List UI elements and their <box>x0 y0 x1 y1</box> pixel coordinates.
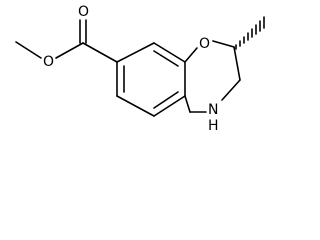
benzene-ring <box>116 42 186 117</box>
hashed-wedge-methyl <box>235 16 265 50</box>
aromatic-double-bond-top <box>153 50 179 67</box>
oxazepine-ring: O N H <box>184 36 241 134</box>
chemical-structure-diagram: O O O N H <box>15 4 265 134</box>
bond-chiral-c-ch2 <box>233 46 241 81</box>
bond-ring-carbonyl <box>82 42 118 63</box>
bond-ring-o-chiral-c <box>212 40 235 48</box>
ring-oxygen-label: O <box>199 36 210 52</box>
bond-ch2-n <box>221 79 241 101</box>
bond-benzyl-ch2-ring <box>184 95 191 113</box>
bond-carbonyl-ester-o <box>55 42 84 59</box>
ester-oxygen-label: O <box>43 54 54 70</box>
amine-nitrogen-label: N <box>208 102 218 118</box>
bond-c4-c5 <box>153 95 186 117</box>
bond-ester-o-methyl <box>15 41 42 59</box>
bond-c3-ring-o <box>184 47 198 63</box>
methyl-ester-group: O O <box>15 4 118 70</box>
bond-c1-c2 <box>116 42 155 63</box>
amine-hydrogen-label: H <box>208 118 219 134</box>
carbonyl-oxygen-label: O <box>78 4 89 20</box>
bond-c5-c6 <box>116 95 155 117</box>
bond-c2-c3 <box>153 42 186 63</box>
aromatic-double-bond-bottom <box>153 91 179 109</box>
structure-canvas: O O O N H <box>0 0 278 138</box>
